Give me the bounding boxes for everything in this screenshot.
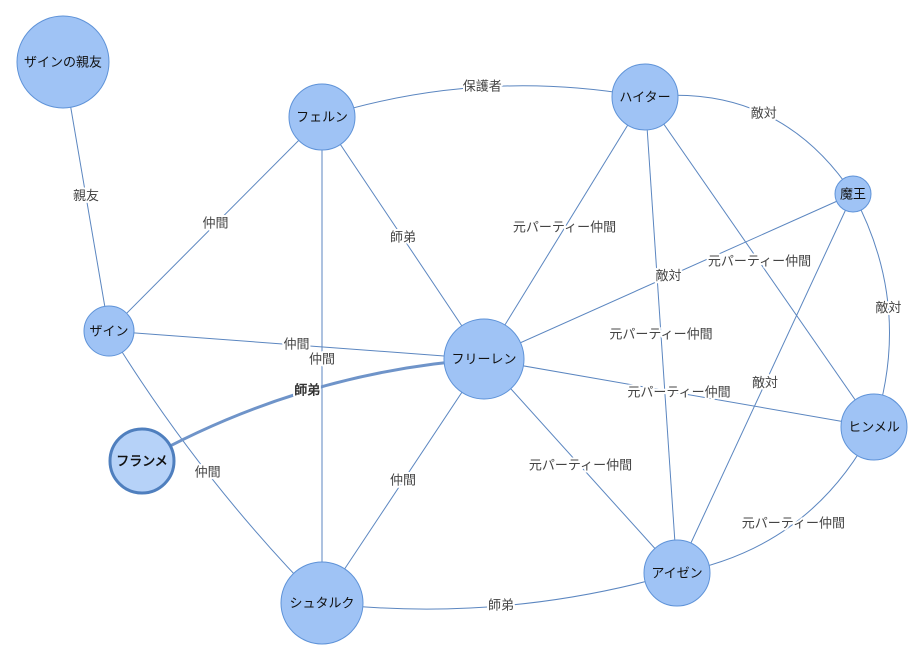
edge-heiter-himmel[interactable] — [644, 96, 875, 428]
edge-zein-frieren[interactable] — [108, 330, 485, 360]
node-heiter[interactable]: ハイター — [611, 63, 679, 131]
edge-zein-stark[interactable] — [108, 330, 323, 604]
node-circle-maou[interactable] — [834, 175, 872, 213]
edge-stark-eisen[interactable] — [321, 572, 678, 610]
edge-label-heiter-himmel: 元パーティー仲間 — [708, 255, 811, 270]
node-circle-heiter[interactable] — [611, 63, 679, 131]
edge-label-fern-heiter: 保護者 — [463, 79, 502, 95]
node-circle-fern[interactable] — [288, 83, 356, 151]
edge-label-maou-himmel: 敵対 — [875, 300, 901, 316]
edge-fern-zein[interactable] — [108, 116, 323, 332]
edge-label-heiter-maou: 敵対 — [751, 105, 777, 121]
node-circle-zein_friend[interactable] — [16, 15, 110, 109]
edge-maou-frieren[interactable] — [483, 193, 854, 360]
edge-label-zein_friend-zein: 親友 — [73, 188, 99, 204]
node-circle-himmel[interactable] — [840, 393, 908, 461]
edge-label-frieren-himmel: 元パーティー仲間 — [627, 386, 730, 401]
node-himmel[interactable]: ヒンメル — [840, 393, 908, 461]
node-eisen[interactable]: アイゼン — [643, 539, 711, 607]
edge-labels-layer: 親友保護者仲間師弟仲間敵対元パーティー仲間元パーティー仲間元パーティー仲間敵対敵… — [71, 77, 903, 616]
edge-label-maou-frieren: 敵対 — [655, 268, 681, 284]
edge-label-fern-zein: 仲間 — [202, 217, 228, 232]
edge-himmel-eisen[interactable] — [676, 426, 875, 574]
node-circle-zein[interactable] — [83, 305, 135, 357]
edge-label-heiter-frieren: 元パーティー仲間 — [513, 221, 616, 236]
node-stark[interactable]: シュタルク — [280, 561, 364, 645]
node-circle-frieren[interactable] — [443, 318, 525, 400]
edge-flamme-frieren[interactable] — [141, 357, 485, 463]
edge-label-stark-eisen: 師弟 — [488, 598, 514, 613]
node-zein_friend[interactable]: ザインの親友 — [16, 15, 110, 109]
node-circle-flamme[interactable] — [108, 427, 176, 495]
node-fern[interactable]: フェルン — [288, 83, 356, 151]
edge-label-himmel-eisen: 元パーティー仲間 — [742, 517, 845, 532]
edge-label-fern-stark: 仲間 — [309, 353, 335, 368]
edge-label-zein-frieren: 仲間 — [283, 338, 309, 353]
edge-label-fern-frieren: 師弟 — [390, 231, 416, 246]
node-circle-eisen[interactable] — [643, 539, 711, 607]
edge-label-frieren-eisen: 元パーティー仲間 — [529, 459, 632, 474]
edge-label-maou-eisen: 敵対 — [752, 375, 778, 391]
node-frieren[interactable]: フリーレン — [443, 318, 525, 400]
edge-maou-eisen[interactable] — [676, 193, 854, 574]
edge-label-flamme-frieren: 師弟 — [294, 382, 320, 398]
edge-label-frieren-stark: 仲間 — [390, 474, 416, 489]
edge-label-zein-stark: 仲間 — [195, 466, 221, 481]
node-zein[interactable]: ザイン — [83, 305, 135, 357]
node-maou[interactable]: 魔王 — [834, 175, 872, 213]
edge-label-heiter-eisen: 元パーティー仲間 — [609, 328, 712, 343]
edge-heiter-eisen[interactable] — [644, 96, 678, 574]
edge-frieren-himmel[interactable] — [483, 358, 875, 428]
node-flamme[interactable]: フランメ — [108, 427, 176, 495]
edge-fern-heiter[interactable] — [321, 85, 646, 118]
node-circle-stark[interactable] — [280, 561, 364, 645]
edge-heiter-maou[interactable] — [644, 94, 854, 195]
